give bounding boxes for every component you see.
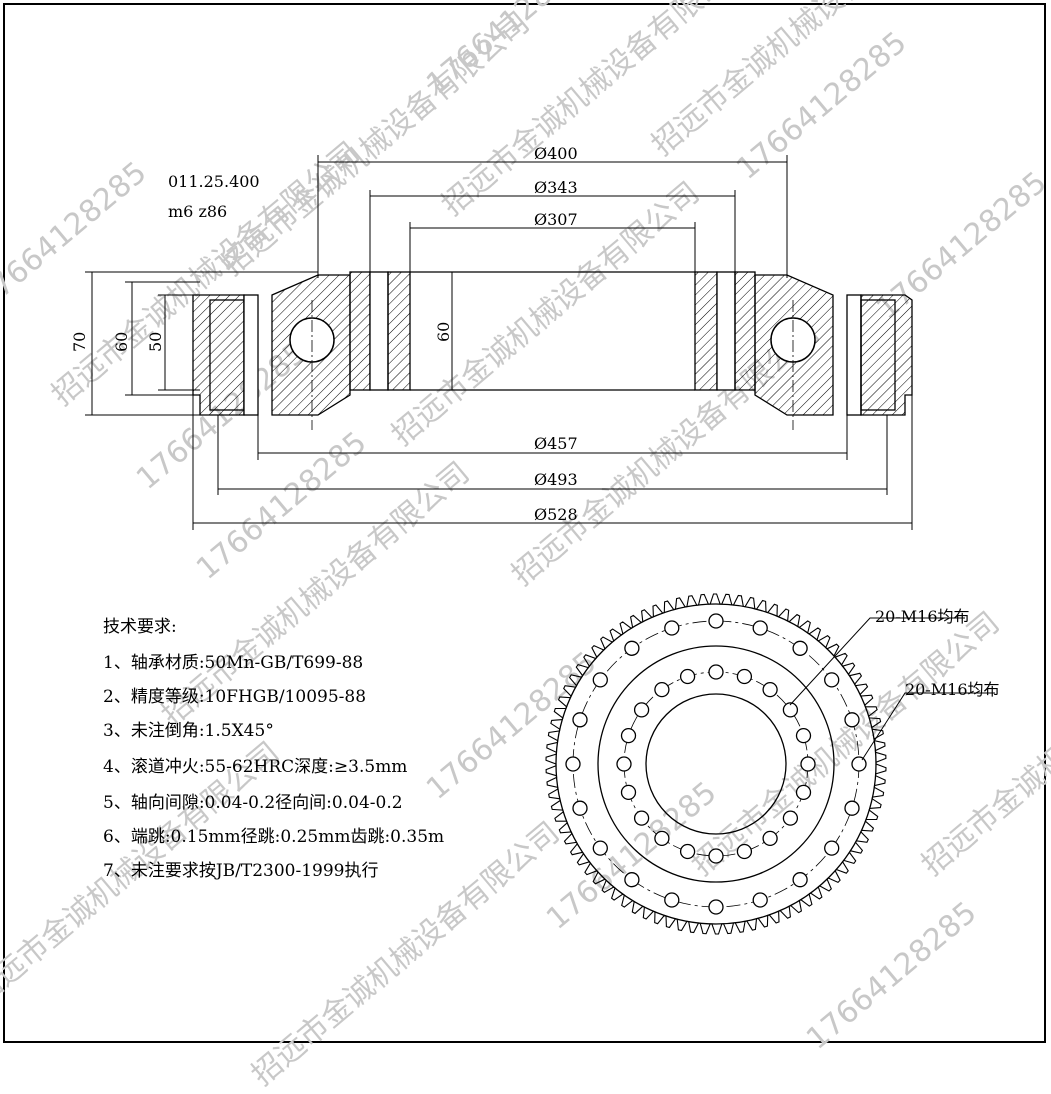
dim-h50: 50 [146, 331, 165, 352]
bolt-hole [708, 613, 724, 629]
requirements-title: 技术要求: [103, 617, 177, 637]
requirement-7: 7、未注要求按JB/T2300-1999执行 [103, 861, 379, 881]
left-inner-ring [349, 271, 371, 391]
bolt-hole [762, 681, 778, 698]
dim-d457: Ø457 [534, 434, 578, 453]
bolt-hole [679, 843, 696, 860]
right-inner-hatch [694, 271, 718, 391]
bolt-hole [792, 872, 808, 888]
right-inner-ring [734, 271, 756, 391]
drawing-frame [3, 3, 1046, 1043]
bolt-hole [762, 830, 778, 847]
ring-boundary [597, 645, 835, 883]
technical-drawing [85, 155, 995, 935]
bolt-hole [708, 664, 724, 680]
bolt-hole [624, 872, 640, 888]
bolt-hole [654, 830, 670, 847]
bolt-hole [592, 840, 608, 856]
bolt-hole [664, 892, 680, 908]
dim-d528: Ø528 [534, 505, 578, 524]
bore-circle [645, 693, 787, 835]
dim-d400: Ø400 [534, 144, 578, 163]
requirement-2: 2、精度等级:10FHGB/10095-88 [103, 687, 367, 707]
outer-holes [565, 613, 867, 915]
outer-hole-label: 20-M16均布 [875, 607, 970, 626]
part-spec: m6 z86 [168, 202, 228, 221]
bolt-hole [844, 800, 860, 816]
bolt-hole [664, 620, 680, 636]
bolt-hole [654, 681, 670, 698]
dim-d307: Ø307 [534, 210, 578, 229]
left-inner-hatch [387, 271, 411, 391]
inner-hole-label: 20-M16均布 [905, 680, 1000, 699]
bolt-hole [633, 702, 650, 718]
bolt-hole [800, 756, 816, 772]
bolt-hole [679, 668, 696, 685]
bolt-hole [795, 727, 812, 744]
inner-holes [616, 664, 816, 864]
plan-view [545, 593, 995, 935]
bolt-hole [708, 848, 724, 864]
requirement-6: 6、端跳:0.15mm径跳:0.25mm齿跳:0.35m [103, 827, 445, 847]
bolt-hole [792, 640, 808, 656]
dim-d343: Ø343 [534, 178, 578, 197]
gear-root-circle [555, 603, 877, 925]
bolt-hole [844, 712, 860, 728]
bolt-hole [572, 712, 588, 728]
outer-bolt-circle [572, 620, 860, 908]
requirement-4: 4、滚道冲火:55-62HRC深度:≥3.5mm [103, 757, 408, 777]
bolt-hole [620, 727, 637, 744]
bolt-hole [592, 672, 608, 688]
requirement-5: 5、轴向间隙:0.04-0.2径向间:0.04-0.2 [103, 793, 403, 813]
bolt-hole [851, 756, 867, 772]
left-outer-ring [192, 294, 245, 416]
dimension-lines [85, 155, 913, 530]
right-outer-ring [860, 294, 913, 416]
bolt-hole [616, 756, 632, 772]
cross-section [192, 271, 913, 430]
gear-teeth [545, 593, 887, 935]
bolt-hole [633, 810, 650, 826]
requirement-1: 1、轴承材质:50Mn-GB/T699-88 [103, 653, 364, 673]
bolt-hole [572, 800, 588, 816]
bolt-hole [624, 640, 640, 656]
inner-bolt-circle [623, 671, 809, 857]
bolt-hole [752, 892, 768, 908]
bolt-hole [782, 702, 799, 718]
bolt-hole [752, 620, 768, 636]
bolt-hole [708, 899, 724, 915]
requirement-3: 3、未注倒角:1.5X45° [103, 721, 274, 741]
bolt-hole [736, 668, 753, 685]
outer-hole-leader [789, 617, 965, 706]
part-model: 011.25.400 [168, 172, 260, 191]
bolt-hole [795, 784, 812, 801]
inner-hole-leader [861, 692, 995, 761]
bolt-hole [565, 756, 581, 772]
dim-h70: 70 [70, 331, 89, 352]
bolt-hole [620, 784, 637, 801]
bolt-hole [824, 840, 840, 856]
dim-h60: 60 [112, 331, 131, 352]
dim-h60-inner: 60 [434, 321, 453, 342]
dim-d493: Ø493 [534, 470, 578, 489]
bolt-hole [782, 810, 799, 826]
bolt-hole [736, 843, 753, 860]
bolt-hole [824, 672, 840, 688]
